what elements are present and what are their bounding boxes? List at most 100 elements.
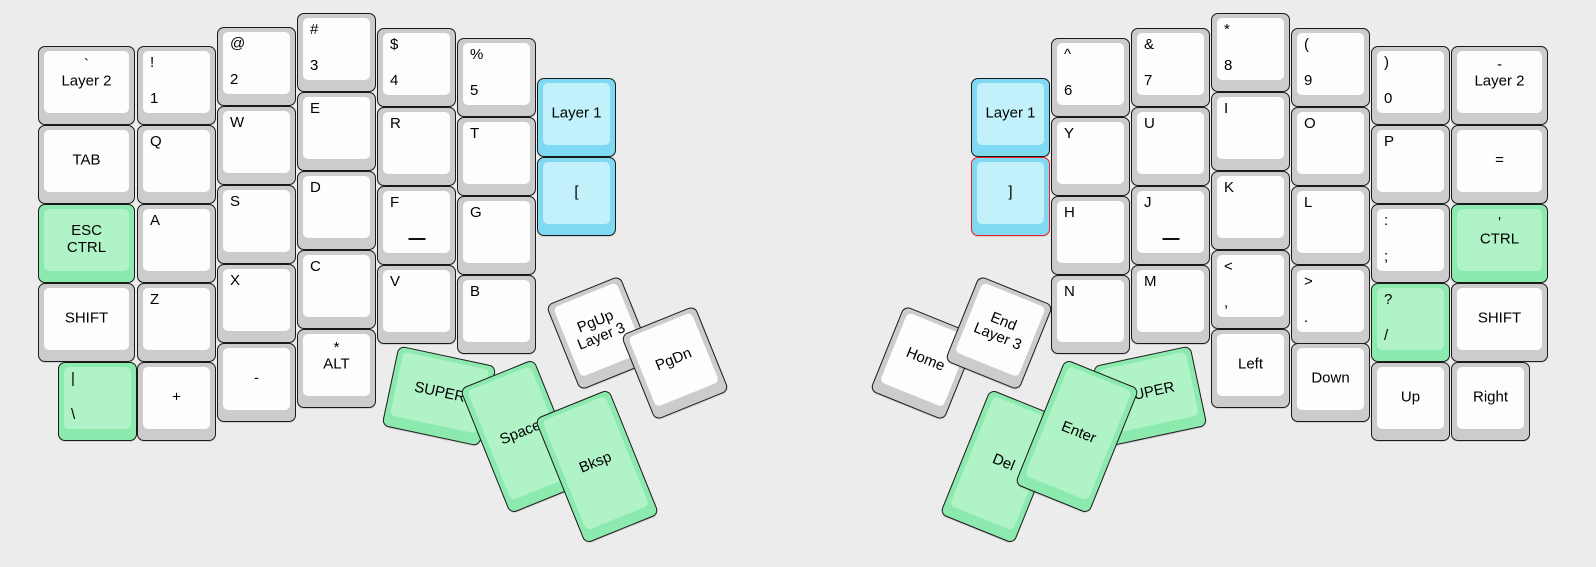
key-legend-primary: P (1384, 133, 1395, 150)
key-legend-primary: H (1064, 204, 1075, 221)
key-l-r2-c1[interactable]: TAB (38, 125, 135, 204)
key-r-r5-c5[interactable]: Down (1291, 343, 1370, 422)
keycap-l-r3-c2: A (143, 209, 210, 271)
key-legend-shifted: > (1304, 273, 1313, 290)
key-l-r3-c3[interactable]: S (217, 185, 296, 264)
key-l-r5-c2[interactable]: + (137, 362, 216, 441)
key-l-r4-c5[interactable]: V (377, 265, 456, 344)
key-legend-primary: SHIFT (64, 309, 109, 327)
key-l-r1-c7[interactable]: Layer 1 (537, 78, 616, 157)
key-l-r5-c1[interactable]: |\ (58, 362, 137, 441)
key-r-r3-c2[interactable]: H (1051, 196, 1130, 275)
key-l-r3-c4[interactable]: D (297, 171, 376, 250)
key-legend-primary: Y (1064, 125, 1075, 142)
keycap-l-r5-c1: |\ (64, 367, 131, 429)
key-r-r1-c6[interactable]: )0 (1371, 46, 1450, 125)
key-r-r1-c7[interactable]: -Layer 2 (1451, 46, 1548, 125)
key-legend-base: / (1384, 327, 1389, 345)
key-l-r3-c6[interactable]: G (457, 196, 536, 275)
key-l-r1-c2[interactable]: !1 (137, 46, 216, 125)
key-r-r5-c7[interactable]: Right (1451, 362, 1530, 441)
key-r-r4-c7[interactable]: SHIFT (1451, 283, 1548, 362)
key-r-r4-c2[interactable]: N (1051, 275, 1130, 354)
key-r-r2-c7[interactable]: = (1451, 125, 1548, 204)
key-legend-shifted: ( (1304, 36, 1309, 53)
key-legend-shifted: # (310, 21, 319, 38)
key-l-r1-c3[interactable]: @2 (217, 27, 296, 106)
key-legend-base: 0 (1384, 90, 1393, 108)
key-legend-primary: V (390, 273, 401, 290)
key-l-r2-c3[interactable]: W (217, 106, 296, 185)
key-r-r1-c1[interactable]: Layer 1 (971, 78, 1050, 157)
key-r-r2-c6[interactable]: P (1371, 125, 1450, 204)
keycap-r-r2-c2: Y (1057, 122, 1124, 184)
key-r-r1-c4[interactable]: *8 (1211, 13, 1290, 92)
keycap-r-r4-c3: M (1137, 270, 1204, 332)
key-l-r4-c6[interactable]: B (457, 275, 536, 354)
key-l-r5-c4[interactable]: *ALT (297, 329, 376, 408)
key-l-r2-c6[interactable]: T (457, 117, 536, 196)
key-r-r2-c2[interactable]: Y (1051, 117, 1130, 196)
key-l-r2-c7[interactable]: [ (537, 157, 616, 236)
key-r-r5-c6[interactable]: Up (1371, 362, 1450, 441)
key-r-r4-c3[interactable]: M (1131, 265, 1210, 344)
keycap-l-r5-c4: *ALT (303, 334, 370, 396)
key-r-r3-c3[interactable]: J (1131, 186, 1210, 265)
key-r-r1-c2[interactable]: ^6 (1051, 38, 1130, 117)
key-legend-base: 4 (390, 72, 399, 90)
key-r-r2-c3[interactable]: U (1131, 107, 1210, 186)
key-r-r4-c5[interactable]: >. (1291, 265, 1370, 344)
key-r-r2-c1[interactable]: ] (971, 157, 1050, 236)
key-legend-primary: C (310, 258, 321, 275)
key-l-r2-c5[interactable]: R (377, 107, 456, 186)
key-l-r1-c1[interactable]: `Layer 2 (38, 46, 135, 125)
key-legend-primary: S (230, 193, 241, 210)
key-legend-primary: PgUp Layer 3 (574, 306, 628, 354)
key-l-r2-c4[interactable]: E (297, 92, 376, 171)
key-r-r2-c5[interactable]: O (1291, 107, 1370, 186)
keycap-r-r1-c4: *8 (1217, 18, 1284, 80)
key-r-r4-c4[interactable]: <, (1211, 250, 1290, 329)
keycap-r-r3-c3: J (1137, 191, 1204, 253)
key-r-r3-c6[interactable]: :; (1371, 204, 1450, 283)
keycap-r-r5-c7: Right (1457, 367, 1524, 429)
key-l-r3-c1[interactable]: ESC CTRL (38, 204, 135, 283)
key-l-r1-c4[interactable]: #3 (297, 13, 376, 92)
keycap-l-r2-c3: W (223, 111, 290, 173)
key-l-r4-c4[interactable]: C (297, 250, 376, 329)
key-legend-shifted: ? (1384, 291, 1393, 308)
key-r-r2-c4[interactable]: I (1211, 92, 1290, 171)
key-r-r1-c3[interactable]: &7 (1131, 28, 1210, 107)
key-legend-primary: A (150, 212, 161, 229)
key-r-r4-c6[interactable]: ?/ (1371, 283, 1450, 362)
key-l-r2-c2[interactable]: Q (137, 125, 216, 204)
key-r-r3-c7[interactable]: 'CTRL (1451, 204, 1548, 283)
key-l-r3-c2[interactable]: A (137, 204, 216, 283)
key-legend-base: 6 (1064, 82, 1073, 100)
key-l-r3-c5[interactable]: F (377, 186, 456, 265)
key-legend-primary: Bksp (576, 448, 614, 477)
key-legend-base: 1 (150, 90, 159, 108)
key-r-r1-c5[interactable]: (9 (1291, 28, 1370, 107)
key-l-r4-c3[interactable]: X (217, 264, 296, 343)
keycap-r-r5-c6: Up (1377, 367, 1444, 429)
key-legend-primary: Layer 1 (985, 104, 1036, 122)
key-l-t-bksp[interactable]: Bksp (534, 388, 660, 545)
key-legend-base: \ (71, 406, 76, 424)
key-legend-primary: SHIFT (1477, 309, 1522, 327)
keycap-l-r3-c6: G (463, 201, 530, 263)
homing-bar-icon (408, 238, 425, 240)
key-l-r4-c1[interactable]: SHIFT (38, 283, 135, 362)
key-r-r5-c4[interactable]: Left (1211, 329, 1290, 408)
key-r-r3-c5[interactable]: L (1291, 186, 1370, 265)
key-legend-shifted: & (1144, 36, 1155, 53)
key-l-r5-c3[interactable]: - (217, 343, 296, 422)
keycap-l-r4-c6: B (463, 280, 530, 342)
key-legend-primary: Layer 2 (61, 72, 112, 90)
key-l-r1-c6[interactable]: %5 (457, 38, 536, 117)
key-r-r3-c4[interactable]: K (1211, 171, 1290, 250)
key-l-r1-c5[interactable]: $4 (377, 28, 456, 107)
key-l-r4-c2[interactable]: Z (137, 283, 216, 362)
key-legend-base: 9 (1304, 72, 1313, 90)
